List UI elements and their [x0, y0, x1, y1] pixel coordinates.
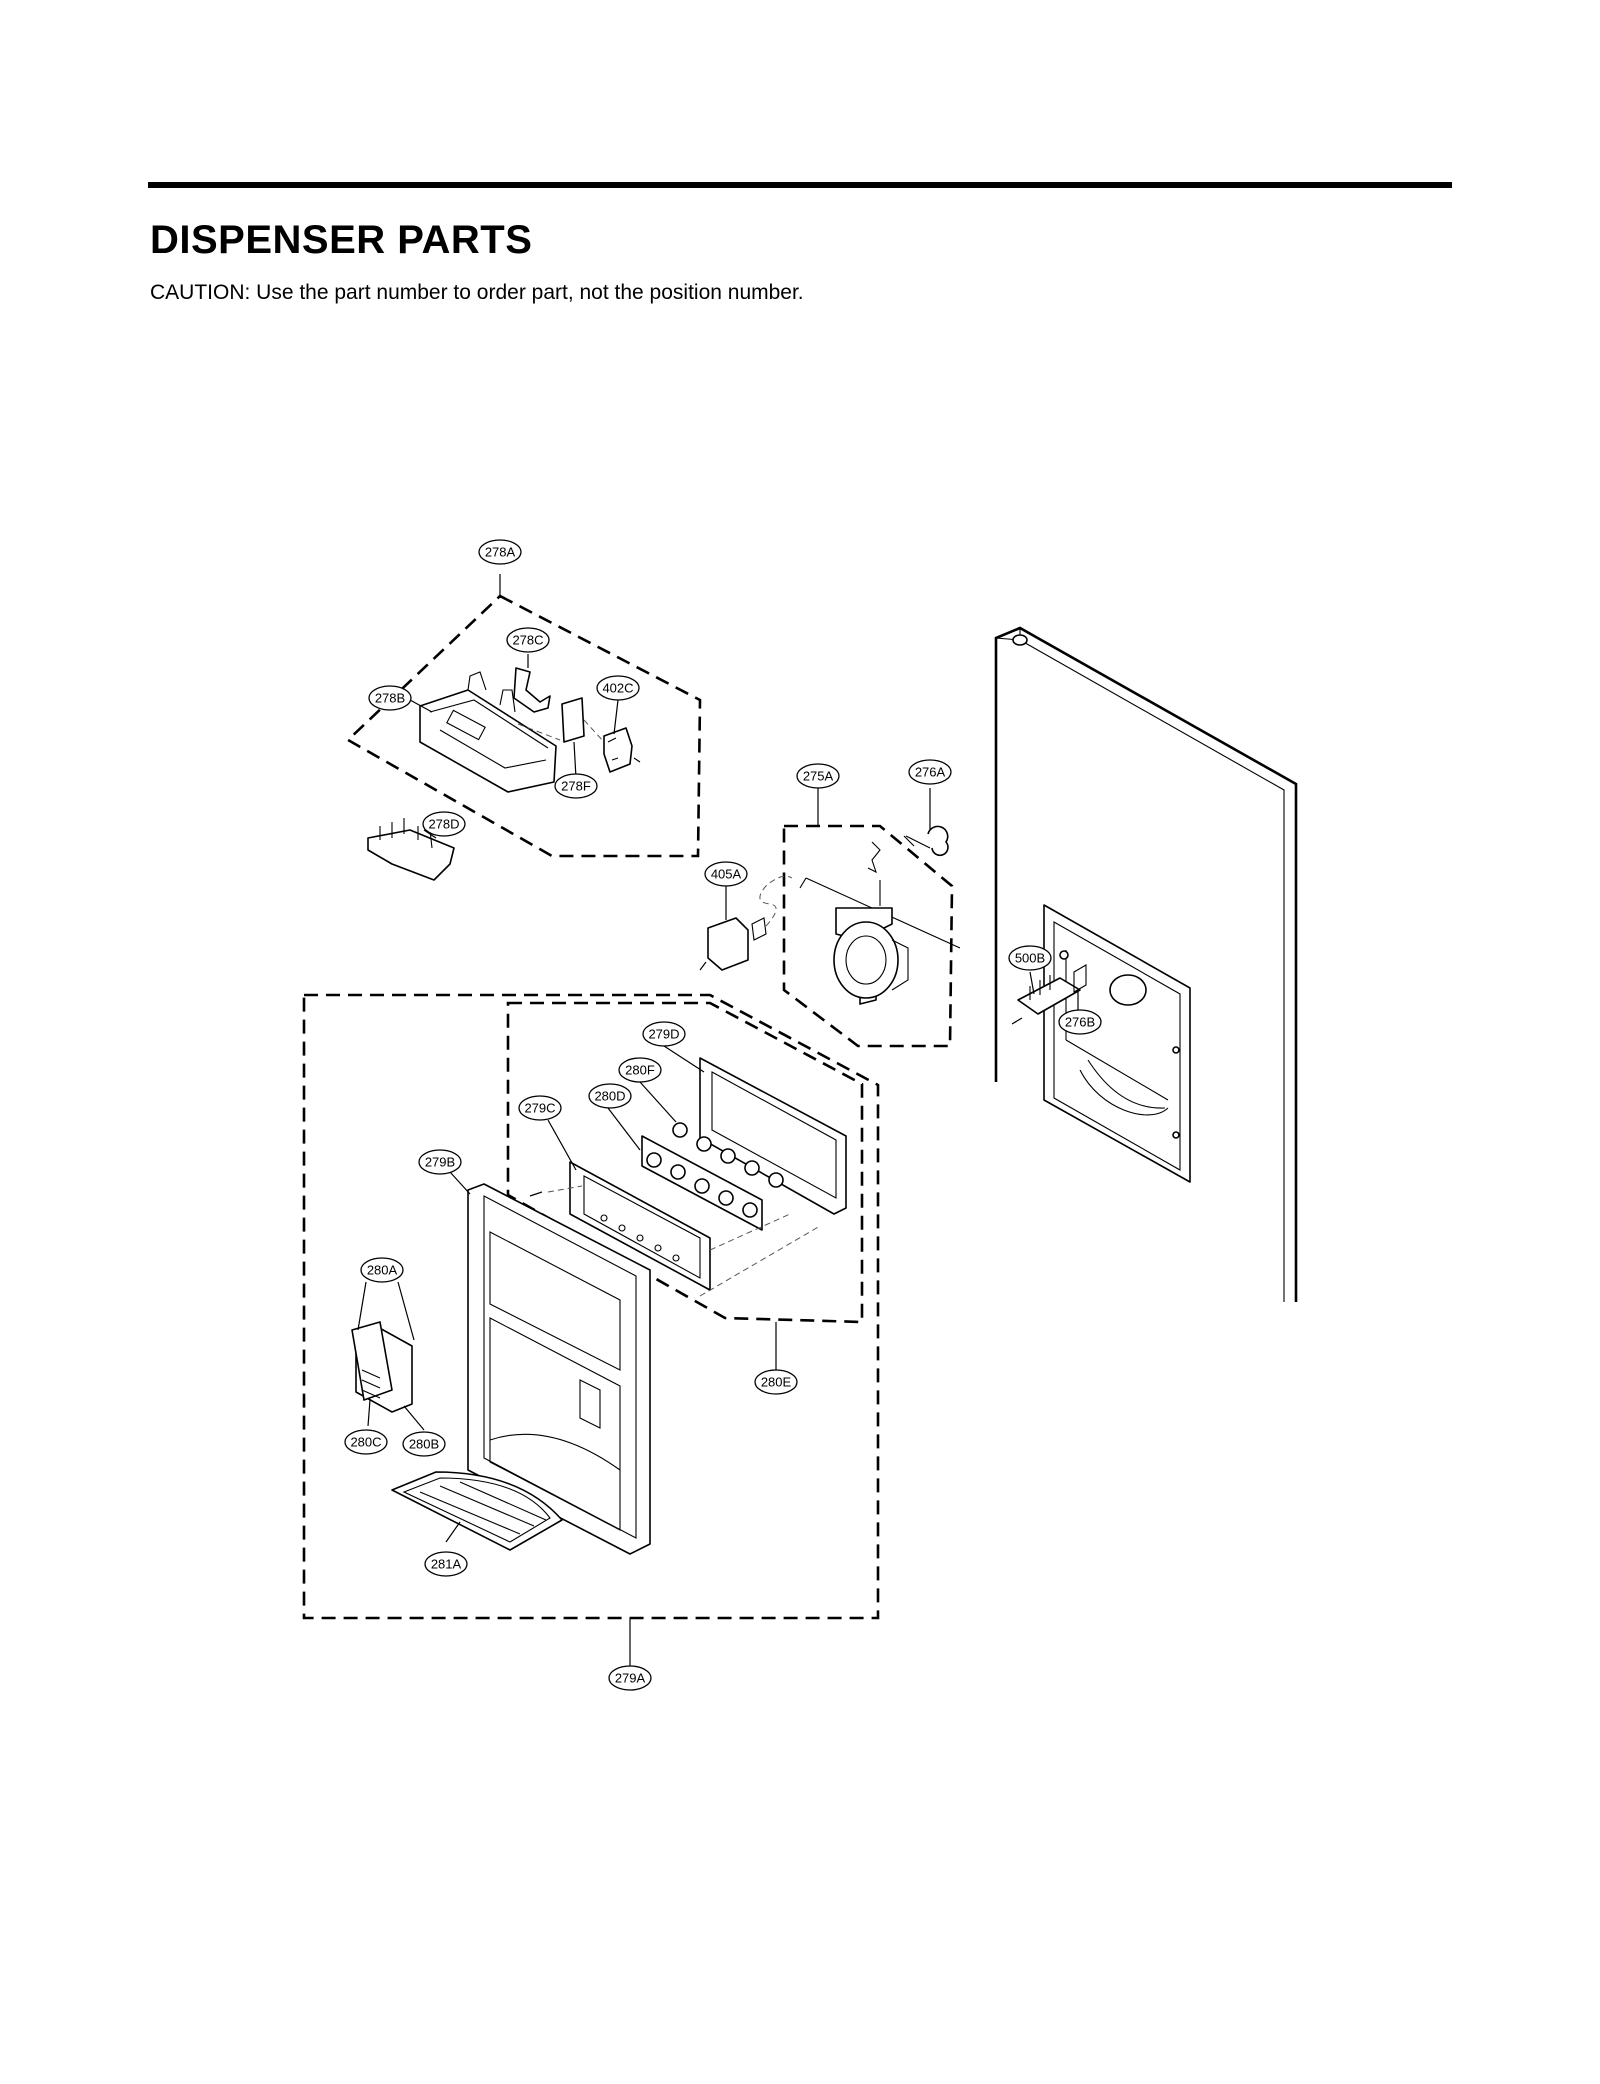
- callout-280b: 280B: [402, 1431, 446, 1457]
- callout-280d: 280D: [588, 1083, 632, 1109]
- buttons-280F: [646, 1122, 784, 1218]
- page-title: DISPENSER PARTS: [150, 218, 533, 262]
- callout-label: 280F: [625, 1063, 655, 1078]
- callout-276a: 276A: [908, 759, 952, 785]
- guide-280E: [547, 1185, 821, 1297]
- callout-label: 280E: [761, 1375, 792, 1390]
- callout-280f: 280F: [618, 1057, 662, 1083]
- micro-switch-402C: [603, 727, 641, 773]
- callout-label: 500B: [1015, 951, 1045, 966]
- group-275A-boundary: [782, 824, 954, 1048]
- actuator-405A: [699, 875, 793, 971]
- drip-tray-281A: [391, 1471, 563, 1551]
- callout-280c: 280C: [344, 1429, 388, 1455]
- callout-281a: 281A: [424, 1551, 468, 1577]
- callout-label: 279C: [524, 1101, 555, 1116]
- callout-500b: 500B: [1008, 945, 1052, 971]
- callout-label: 280A: [367, 1263, 398, 1278]
- dispenser-housing-278B: [419, 671, 557, 793]
- callout-label: 278C: [512, 633, 543, 648]
- callout-280a: 280A: [360, 1257, 404, 1283]
- lever-280A-assembly: [351, 1321, 413, 1413]
- leader-lines: [357, 574, 1079, 1666]
- callout-label: 279A: [615, 1671, 646, 1686]
- callout-label: 278D: [428, 817, 459, 832]
- spring-276A: [903, 825, 949, 857]
- dispenser-recess: [1043, 904, 1191, 1183]
- refrigerator-door: [994, 626, 1298, 1302]
- callout-label: 405A: [711, 867, 742, 882]
- callout-405a: 405A: [704, 861, 748, 887]
- dispenser-motor-assembly: [799, 841, 961, 1005]
- callout-279a: 279A: [608, 1665, 652, 1691]
- lever-278C: [513, 667, 551, 713]
- group-278A-boundary: [345, 594, 702, 858]
- callout-label: 278A: [485, 545, 516, 560]
- callout-bubbles: 278A 278C 278B 402C 278F 278D 275A 276A 405A 500B…: [344, 539, 1102, 1691]
- callout-label: 276B: [1065, 1015, 1095, 1030]
- callout-label: 276A: [915, 765, 946, 780]
- callout-label: 275A: [803, 769, 834, 784]
- callout-279c: 279C: [518, 1095, 562, 1121]
- callout-label: 279B: [425, 1155, 455, 1170]
- header-rule: [148, 182, 1452, 188]
- callout-278b: 278B: [368, 685, 412, 711]
- callout-label: 281A: [431, 1557, 462, 1572]
- group-280E-boundary: [506, 1001, 864, 1324]
- callout-278d: 278D: [422, 811, 466, 837]
- callout-279d: 279D: [642, 1021, 686, 1047]
- callout-276b: 276B: [1058, 1009, 1102, 1035]
- dispenser-cover-279B: [467, 1183, 651, 1555]
- callout-279b: 279B: [418, 1149, 462, 1175]
- pad-278F: [561, 697, 585, 743]
- callout-402c: 402C: [596, 675, 640, 701]
- bracket-278D: [367, 818, 455, 881]
- switch-bracket-500B: [1011, 975, 1081, 1025]
- callout-278a: 278A: [478, 539, 522, 565]
- callout-label: 280C: [350, 1435, 381, 1450]
- callout-label: 279D: [648, 1027, 679, 1042]
- callout-label: 402C: [602, 681, 633, 696]
- callout-label: 278B: [375, 691, 405, 706]
- spring-276B: [1073, 964, 1087, 993]
- control-panel-frame-279D: [699, 1057, 847, 1215]
- callout-275a: 275A: [796, 763, 840, 789]
- callout-label: 280B: [409, 1437, 439, 1452]
- callout-278f: 278F: [554, 773, 598, 799]
- guide-278: [517, 719, 605, 743]
- callout-label: 280D: [594, 1089, 625, 1104]
- callout-278c: 278C: [506, 627, 550, 653]
- group-279A-boundary: [302, 993, 880, 1620]
- callout-280e: 280E: [754, 1369, 798, 1395]
- caution-note: CAUTION: Use the part number to order pa…: [150, 281, 804, 304]
- callout-label: 278F: [561, 779, 591, 794]
